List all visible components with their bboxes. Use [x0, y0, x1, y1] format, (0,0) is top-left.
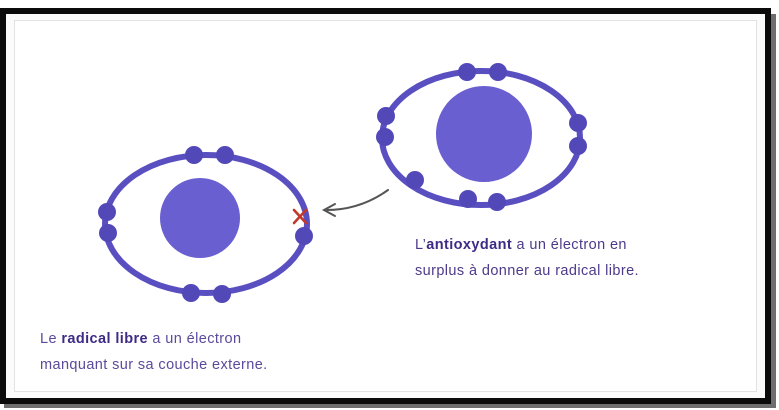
electron: [185, 146, 203, 164]
electron: [376, 128, 394, 146]
electron: [213, 285, 231, 303]
radical-caption-line2: manquant sur sa couche externe.: [40, 357, 268, 373]
electron: [216, 146, 234, 164]
electron: [406, 171, 424, 189]
radical-caption-prefix: Le: [40, 331, 61, 347]
electron: [182, 284, 200, 302]
electron: [295, 227, 313, 245]
antioxidant-caption: L’antioxydant a un électron en surplus à…: [415, 232, 639, 284]
electron: [489, 63, 507, 81]
antioxidant-caption-line1: a un électron en: [512, 237, 627, 253]
radical-nucleus: [160, 178, 240, 258]
antioxidant-term: antioxydant: [426, 237, 512, 253]
electron: [98, 203, 116, 221]
antioxidant-atom: [376, 63, 587, 211]
electron: [458, 63, 476, 81]
electron: [488, 193, 506, 211]
radical-atom: [98, 146, 313, 303]
electron: [569, 114, 587, 132]
antioxidant-caption-line2: surplus à donner au radical libre.: [415, 263, 639, 279]
curved-arrow-left-icon: [324, 190, 388, 216]
antioxidant-caption-prefix: L’: [415, 237, 426, 253]
radical-caption: Le radical libre a un électron manquant …: [40, 326, 268, 378]
electron: [99, 224, 117, 242]
antioxidant-nucleus: [436, 86, 532, 182]
electron: [377, 107, 395, 125]
radical-term: radical libre: [61, 331, 148, 347]
electron: [459, 190, 477, 208]
electron: [569, 137, 587, 155]
radical-caption-line1: a un électron: [148, 331, 241, 347]
